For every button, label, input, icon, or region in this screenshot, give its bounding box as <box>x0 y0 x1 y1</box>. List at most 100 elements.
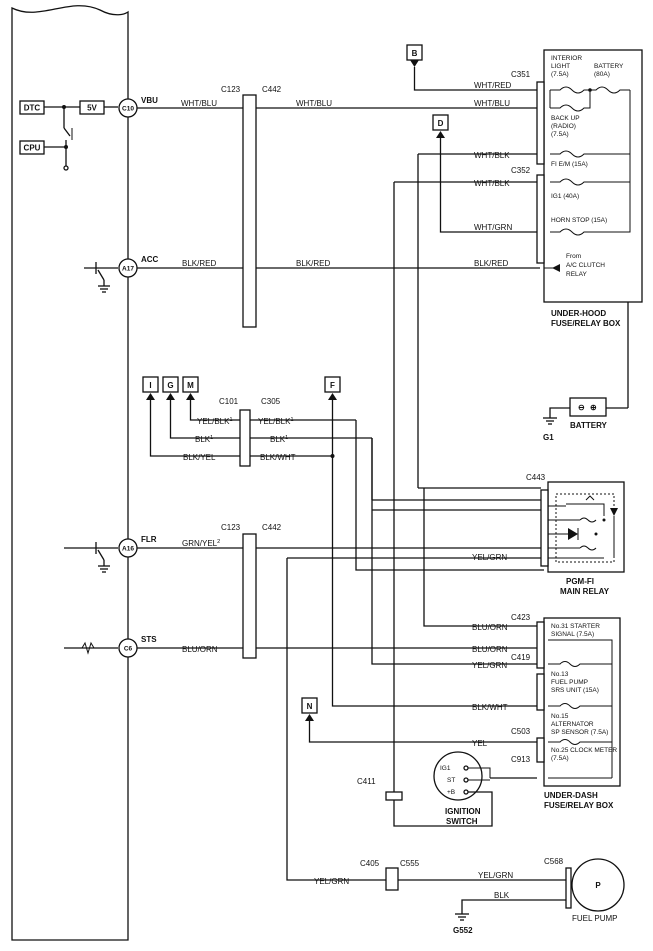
fuse-interior-light-3: (7.5A) <box>551 71 569 78</box>
battery-plus: ⊕ <box>590 403 597 412</box>
under-dash-title-1: UNDER-DASH <box>544 791 598 800</box>
fuse-fuel-1: No.13 <box>551 671 569 678</box>
connector-c411 <box>385 791 403 801</box>
connector-c423-label: C423 <box>511 613 531 622</box>
connector-c405-label: C405 <box>360 859 380 868</box>
wire-yel-grn-label-1: YEL/GRN <box>472 553 507 562</box>
fuel-pump: P FUEL PUMP C568 <box>544 857 625 923</box>
connector-c442-label-2: C442 <box>262 523 282 532</box>
connector-c411-label: C411 <box>357 777 376 786</box>
fuse-horn-stop: HORN STOP (15A) <box>551 217 607 224</box>
ref-n: N <box>301 697 537 743</box>
dtc-label: DTC <box>24 104 41 113</box>
pin-acc-label: ACC <box>141 255 159 264</box>
ref-d: D <box>432 114 540 233</box>
pgm-fi-main-relay: C443 <box>526 473 625 573</box>
wire-blk-yel-label: BLK/YEL <box>183 453 216 462</box>
ref-f-label: F <box>330 381 335 390</box>
fuse-fuel-3: SRS UNIT (15A) <box>551 687 599 694</box>
connector-c123-label-2: C123 <box>221 523 241 532</box>
fuse-battery-1: BATTERY <box>594 63 624 70</box>
fuse-clock-1: No.25 CLOCK METER <box>551 747 617 754</box>
fuse-alt-3: SP SENSOR (7.5A) <box>551 729 608 736</box>
connector-c352-label: C352 <box>511 166 531 175</box>
connector-c443-label: C443 <box>526 473 546 482</box>
ref-b: B <box>406 44 540 91</box>
pin-sts-label: STS <box>141 635 157 644</box>
wire-blk-label-3: BLK <box>494 891 510 900</box>
ecu-block: DTC 5V CPU C10 <box>11 5 159 941</box>
ref-n-label: N <box>307 702 313 711</box>
ground-g1-label: G1 <box>543 433 554 442</box>
connector-c101-label: C101 <box>219 397 239 406</box>
ground-g552: G552 <box>453 913 473 935</box>
fuse-backup-1: BACK UP <box>551 115 580 122</box>
fuse-battery-2: (80A) <box>594 71 610 78</box>
fuse-fi-em: FI E/M (15A) <box>551 161 588 168</box>
battery-label: BATTERY <box>570 421 608 430</box>
wire-wht-blu-label-2: WHT/BLU <box>296 99 332 108</box>
main-relay-title-1: PGM-FI <box>566 577 594 586</box>
fuse-ig1: IG1 (40A) <box>551 193 579 200</box>
main-relay-title-2: MAIN RELAY <box>560 587 610 596</box>
connector-c913-label: C913 <box>511 755 531 764</box>
wire-wht-blk-label-2: WHT/BLK <box>474 179 510 188</box>
pin-a17-label: A17 <box>122 266 134 273</box>
under-hood-fuse-box: INTERIOR LIGHT (7.5A) BATTERY (80A) BACK… <box>536 49 643 408</box>
wire-wht-blk-label-1: WHT/BLK <box>474 151 510 160</box>
fuse-interior-light-1: INTERIOR <box>551 55 582 62</box>
wire-blu-orn-label-1: BLU/ORN <box>182 645 218 654</box>
connector-c555-label: C555 <box>400 859 420 868</box>
wire-blu-orn-label-2: BLU/ORN <box>472 645 508 654</box>
under-hood-title-2: FUSE/RELAY BOX <box>551 319 621 328</box>
fuse-starter-2: SIGNAL (7.5A) <box>551 631 594 638</box>
fuse-clock-2: (7.5A) <box>551 755 569 762</box>
wire-wht-grn-label: WHT/GRN <box>474 223 512 232</box>
under-dash-title-2: FUSE/RELAY BOX <box>544 801 614 810</box>
connector-c101-c305 <box>239 409 251 467</box>
wire-yel-blk-label-1: YEL/BLK1 <box>197 417 233 426</box>
connector-c123-c442-lower: C123 C442 <box>221 523 282 659</box>
fuel-pump-symbol: P <box>595 881 601 890</box>
ignition-ig1: IG1 <box>440 765 451 772</box>
wire-blk-label-2: BLK1 <box>270 435 288 444</box>
connector-c123-c442-upper: C123 C442 <box>221 85 282 328</box>
connector-c123-label: C123 <box>221 85 241 94</box>
wire-wht-red-label: WHT/RED <box>474 81 512 90</box>
wire-blk-red-label-2: BLK/RED <box>296 259 330 268</box>
connector-c305-label: C305 <box>261 397 281 406</box>
pin-flr-label: FLR <box>141 535 157 544</box>
fuse-backup-3: (7.5A) <box>551 131 569 138</box>
fuse-alt-1: No.15 <box>551 713 569 720</box>
cpu-label: CPU <box>24 144 41 153</box>
fuse-fuel-2: FUEL PUMP <box>551 679 588 686</box>
from-ac-3: RELAY <box>566 271 587 278</box>
pin-a16-label: A16 <box>122 546 134 553</box>
fuse-starter-1: No.31 STARTER <box>551 623 600 630</box>
ignition-plus-b: +B <box>447 789 455 796</box>
wire-blk-red-label-3: BLK/RED <box>474 259 508 268</box>
wire-wht-blu-label-1: WHT/BLU <box>181 99 217 108</box>
under-hood-title-1: UNDER-HOOD <box>551 309 606 318</box>
under-dash-fuse-box: C423 C419 C503 C913 No.31 STARTER SIGNAL… <box>511 613 621 787</box>
fuse-interior-light-2: LIGHT <box>551 63 570 70</box>
battery-minus: ⊖ <box>578 403 585 412</box>
wire-grn-yel-label: GRN/YEL2 <box>182 539 220 548</box>
battery: ⊖ ⊕ BATTERY G1 <box>543 397 628 442</box>
ref-f: F <box>324 376 540 707</box>
wire-blk-red-label-1: BLK/RED <box>182 259 216 268</box>
ref-i-label: I <box>149 381 151 390</box>
wire-yel-label: YEL <box>472 739 488 748</box>
fuse-backup-2: (RADIO) <box>551 123 576 130</box>
wire-yel-grn-label-2: YEL/GRN <box>314 877 349 886</box>
connector-c503-label: C503 <box>511 727 531 736</box>
connector-c568-label: C568 <box>544 857 564 866</box>
ref-m-label: M <box>187 381 194 390</box>
ref-g-label: G <box>167 381 173 390</box>
ground-g552-label: G552 <box>453 926 473 935</box>
fuel-pump-label: FUEL PUMP <box>572 914 618 923</box>
wire-blk-wht-label-2: BLK/WHT <box>472 703 508 712</box>
ignition-switch: IG1 ST +B IGNITION SWITCH <box>433 751 491 826</box>
wire-yel-grn-label-3: YEL/GRN <box>472 661 507 670</box>
pin-c6-label: C6 <box>124 646 133 653</box>
